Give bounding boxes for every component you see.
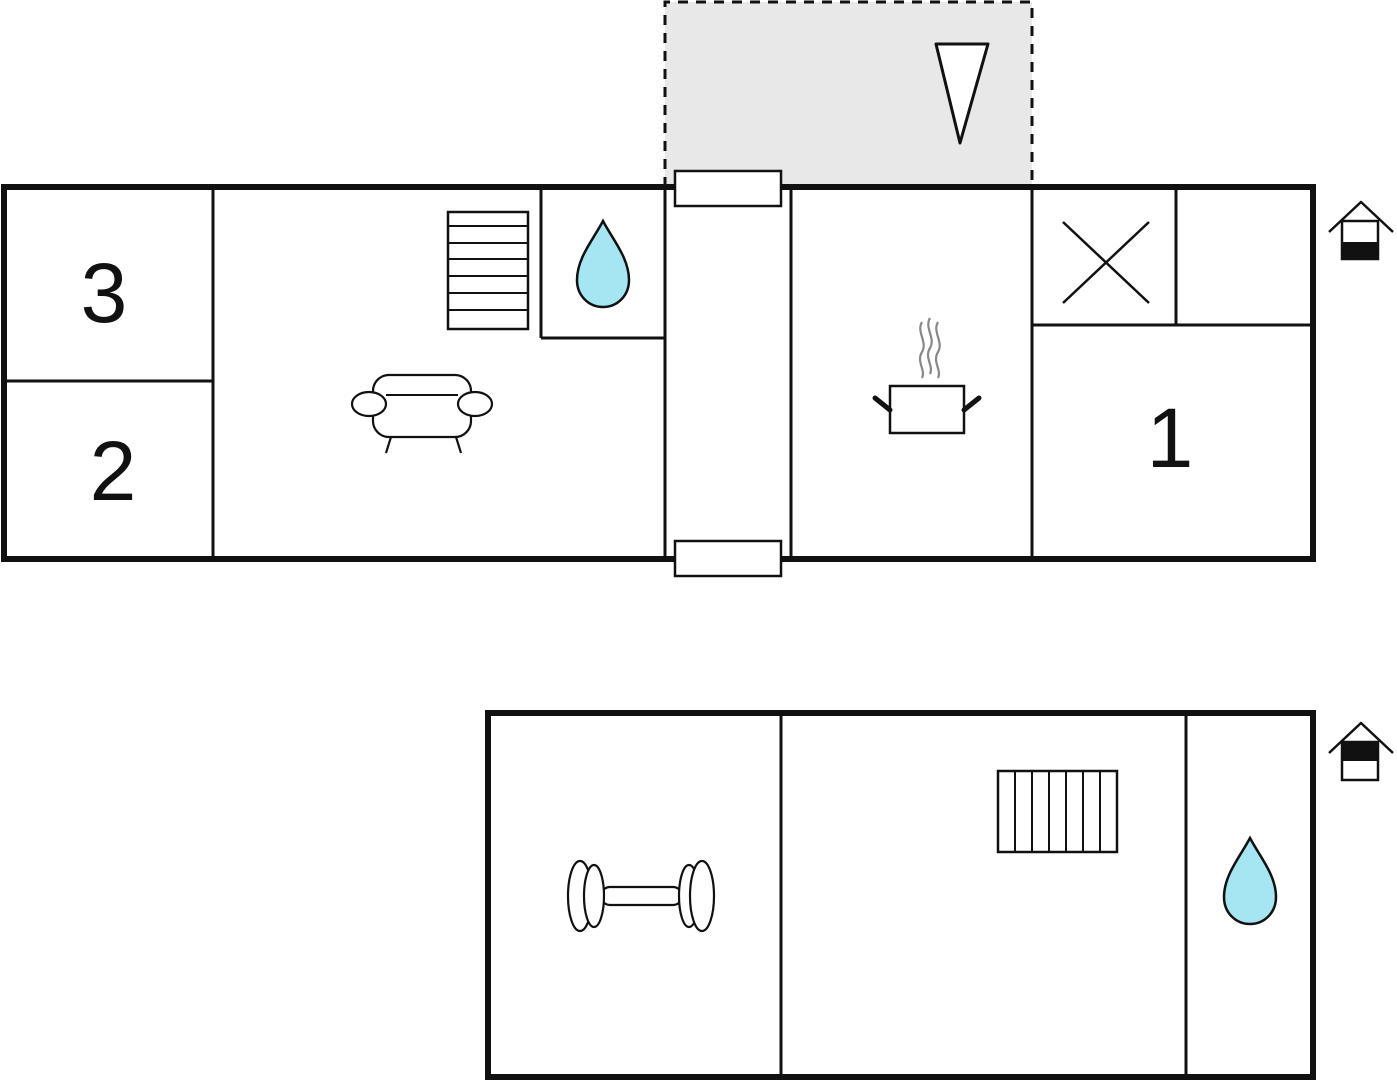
floor-indicator-icon bbox=[1328, 721, 1394, 782]
upper-floor bbox=[1, 184, 1316, 562]
room-number-3: 3 bbox=[81, 246, 128, 340]
room-number-2: 2 bbox=[90, 424, 137, 518]
water-drop-icon bbox=[575, 218, 631, 309]
cooking-pot-icon bbox=[872, 317, 982, 435]
terrace bbox=[663, 0, 1034, 187]
room-number-1: 1 bbox=[1147, 391, 1194, 485]
water-drop-icon bbox=[1222, 835, 1278, 926]
lower-floor bbox=[485, 710, 1316, 1080]
cross-icon bbox=[1062, 221, 1150, 304]
sofa-icon bbox=[350, 373, 494, 454]
door-bottom bbox=[673, 539, 783, 578]
floor-indicator-icon bbox=[1328, 200, 1394, 261]
door-top bbox=[673, 169, 783, 208]
north-arrow-icon bbox=[934, 42, 990, 145]
stairs-icon bbox=[446, 210, 530, 331]
stairs-icon bbox=[996, 769, 1119, 854]
dumbbell-icon bbox=[566, 859, 716, 933]
